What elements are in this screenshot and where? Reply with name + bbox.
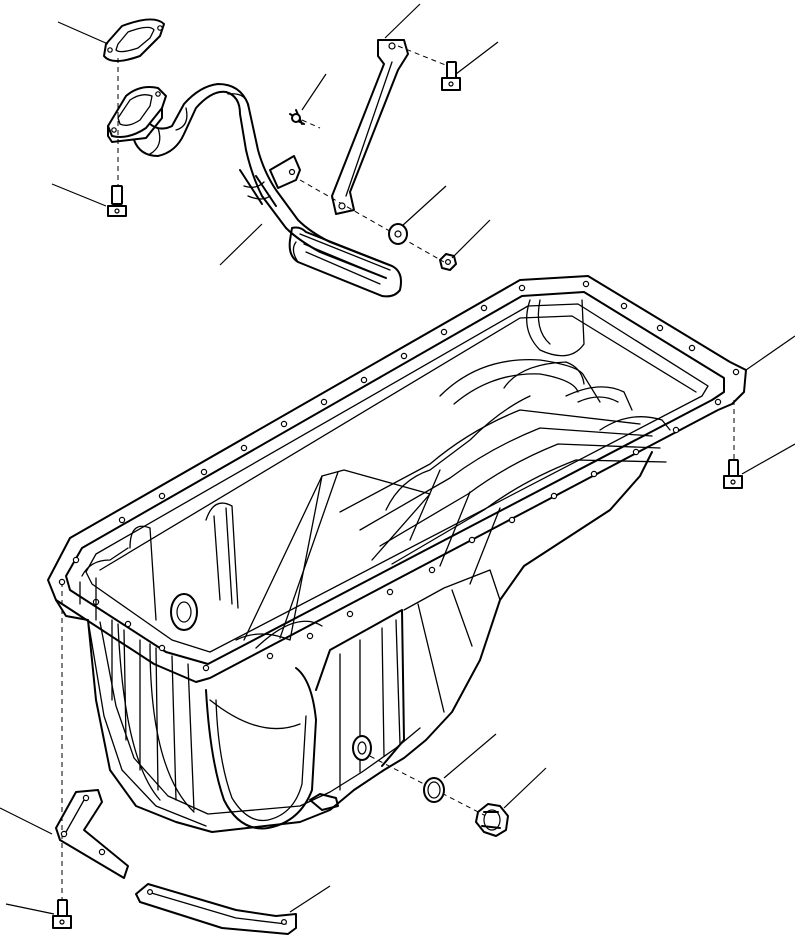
bracket-bolt: [441, 61, 461, 91]
pan-bolt-bottom: [52, 899, 72, 929]
small-bolt: [289, 109, 305, 125]
axis-drain: [361, 751, 487, 817]
leader-lines: [0, 3, 795, 915]
gasket-top: [103, 18, 165, 62]
leader-pipe: [219, 223, 263, 266]
leader-nut: [451, 219, 491, 259]
axis-washer-nut: [299, 179, 445, 263]
o-ring: [423, 777, 445, 803]
plate-bottom: [135, 883, 297, 935]
leader-bracket: [384, 3, 421, 39]
flange-bolt: [107, 185, 127, 217]
washer: [388, 223, 408, 245]
suction-pipe: [133, 83, 402, 298]
leader-small-bolt: [301, 73, 327, 111]
leader-o-ring: [443, 733, 497, 779]
axis-bracket-bolt: [397, 45, 449, 67]
leader-oil-pan: [745, 335, 795, 371]
oil-pan: [47, 275, 747, 833]
drain-plug: [475, 803, 509, 837]
leader-plate-bottom: [289, 885, 331, 913]
pan-bolt-right: [723, 459, 743, 489]
sump-boss-bottom: [309, 793, 339, 811]
leader-bracket-bolt: [455, 41, 499, 75]
leader-pan-bolt-bottom: [5, 903, 55, 915]
axis-small-bolt: [301, 119, 321, 129]
leader-drain-plug: [503, 767, 547, 809]
suction-flange: [107, 86, 167, 143]
plate-left: [55, 789, 129, 879]
leader-gasket: [57, 21, 109, 45]
nut: [439, 253, 457, 271]
assembly-lines: [61, 45, 735, 902]
bracket: [331, 39, 409, 215]
leader-flange-bolt: [51, 183, 107, 207]
leader-pan-bolt-right: [741, 443, 795, 475]
leader-washer: [401, 185, 447, 227]
leader-plate-left: [0, 807, 53, 835]
pipe-bracket-tab: [269, 155, 301, 189]
